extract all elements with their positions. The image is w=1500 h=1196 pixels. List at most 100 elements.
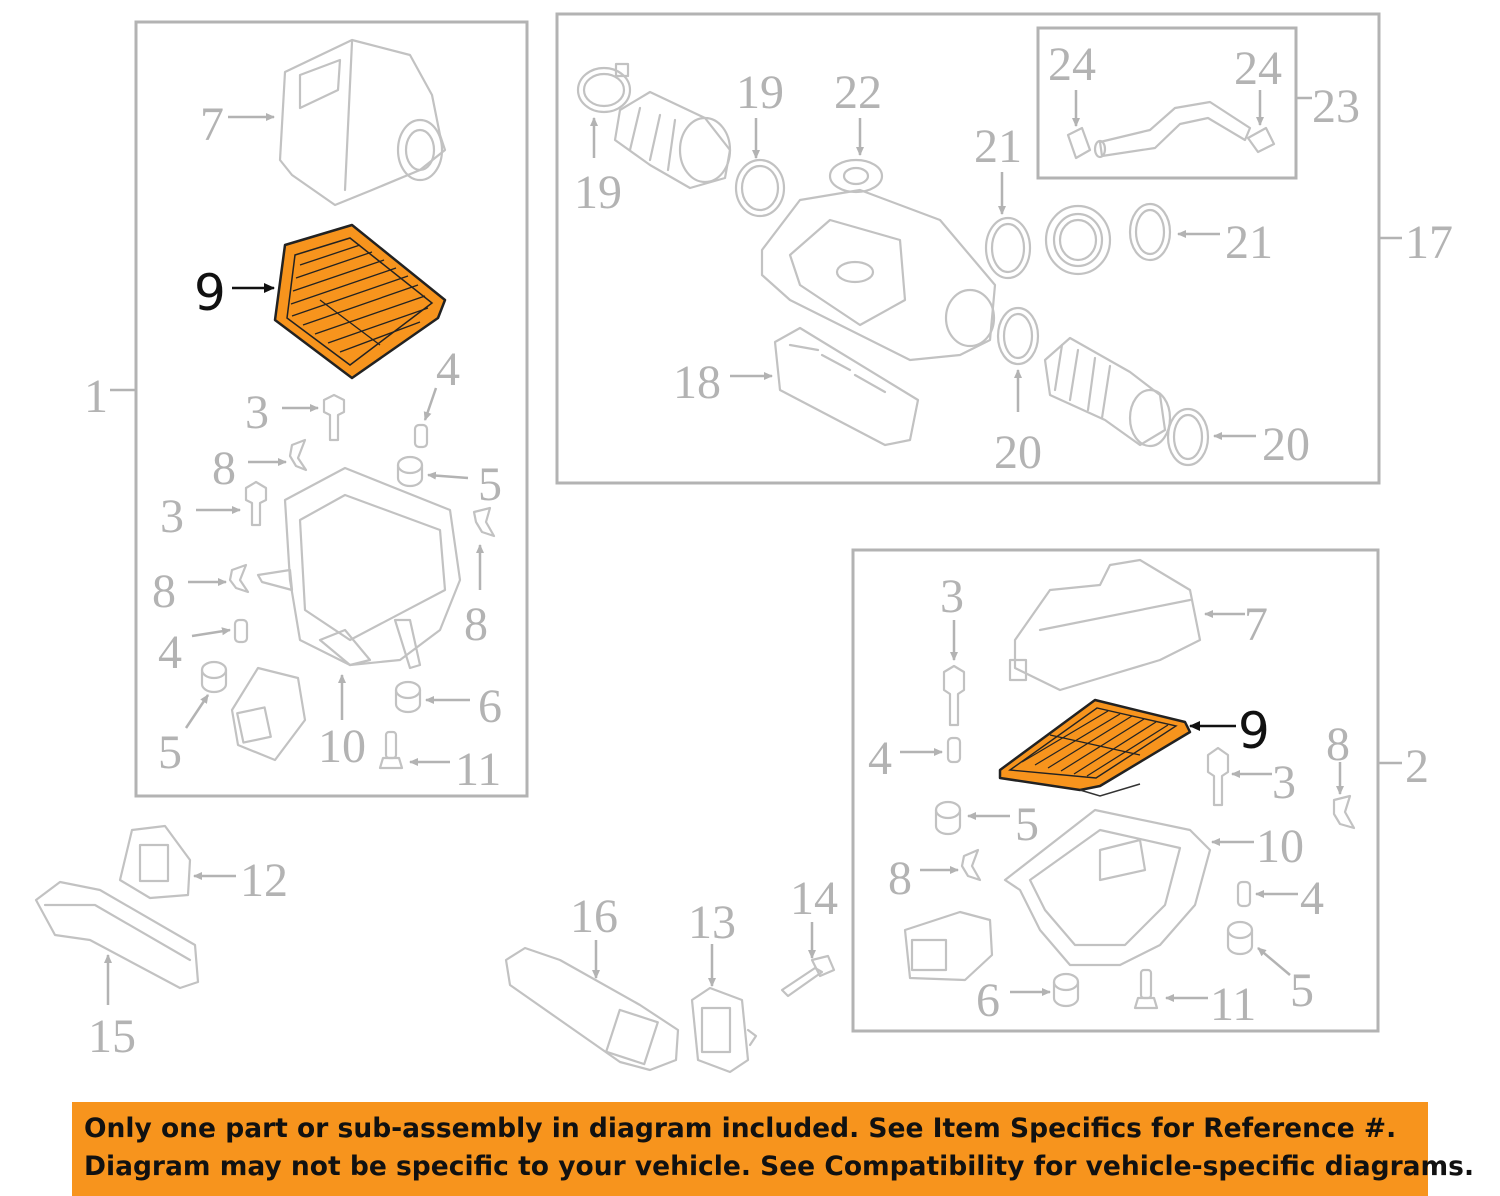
bolt-3-right (1206, 746, 1230, 807)
bolt-11-right (1133, 968, 1159, 1010)
callout-16: 16 (570, 890, 618, 943)
clip-24-right (1246, 126, 1276, 154)
air-guide-16 (504, 946, 680, 1072)
clip-8-right (472, 506, 496, 538)
callout-11-right: 11 (1210, 978, 1256, 1031)
callout-6-right: 6 (976, 974, 1000, 1027)
intake-duct-small (230, 666, 307, 762)
callout-13: 13 (688, 896, 736, 949)
grommet-4-right (946, 736, 962, 764)
callout-21-upper: 21 (974, 120, 1022, 173)
callout-14: 14 (790, 872, 838, 925)
callout-23: 23 (1312, 80, 1360, 133)
callout-11: 11 (455, 743, 501, 796)
loose-parts-group: 12 15 16 13 14 (34, 824, 838, 1074)
callout-19-left: 19 (574, 166, 622, 219)
insulator-5-upper (396, 455, 424, 488)
callout-24-left: 24 (1048, 38, 1096, 91)
callout-8-top-right: 8 (1326, 718, 1350, 771)
air-cleaner-lower-housing (256, 466, 462, 670)
insulator-5-lower (200, 660, 228, 694)
callout-10-right: 10 (1256, 820, 1304, 873)
callout-17: 17 (1405, 216, 1453, 269)
duct-12 (118, 824, 192, 900)
insulator-6-right (1052, 972, 1080, 1008)
callout-8-right: 8 (464, 598, 488, 651)
clamp-20-left (996, 306, 1040, 366)
callout-4-lower: 4 (158, 626, 182, 679)
bolt-3-upper (322, 393, 346, 442)
callout-3-right: 3 (1272, 756, 1296, 809)
assembly-17-group: 17 23 19 19 22 (555, 12, 1453, 485)
assembly-1-frame (134, 20, 529, 798)
callout-7-right: 7 (1244, 598, 1268, 651)
air-duct-18 (773, 326, 920, 447)
disclaimer-line-1: Only one part or sub-assembly in diagram… (84, 1113, 1397, 1144)
clip-24-left (1066, 126, 1092, 160)
insulator-5-right-upper (934, 800, 962, 836)
callout-4-upper: 4 (436, 343, 460, 396)
callout-3-upper: 3 (245, 386, 269, 439)
assembly-17-frame (555, 12, 1381, 485)
callout-1: 1 (84, 370, 108, 423)
disclaimer-line-2: Diagram may not be specific to your vehi… (84, 1151, 1475, 1182)
clamp-20-right (1166, 407, 1210, 467)
callout-8-upper: 8 (212, 442, 236, 495)
clamp-19-left (576, 62, 632, 114)
air-cleaner-upper-cover (278, 38, 447, 207)
gasket-22 (828, 158, 884, 194)
grommet-4-lower (233, 618, 249, 644)
callout-8-right-lower: 8 (888, 852, 912, 905)
clamp-21-right (1128, 202, 1172, 262)
grommet-4-upper (413, 423, 429, 449)
insulator-5-right-lower (1226, 920, 1254, 956)
upper-cover-7 (1008, 558, 1202, 692)
subassembly-23-frame (1036, 26, 1298, 180)
bolt-14 (780, 954, 836, 998)
callout-15: 15 (88, 1010, 136, 1063)
clip-8-right-lower (960, 848, 982, 882)
intake-hose-upper (613, 90, 732, 190)
assembly-1-group: 1 7 (84, 20, 529, 798)
clip-8-lower (228, 563, 250, 594)
intake-hose-lower (1043, 336, 1172, 448)
callout-21-right: 21 (1225, 216, 1273, 269)
intake-duct-right (903, 910, 994, 982)
air-filter-element-highlighted (273, 223, 447, 380)
callout-4-right-lower: 4 (1300, 872, 1324, 925)
disclaimer-banner: Only one part or sub-assembly in diagram… (72, 1102, 1475, 1196)
air-guide-15 (34, 880, 200, 990)
bolt-3-lower (244, 480, 268, 527)
callout-8-lower: 8 (152, 565, 176, 618)
lower-housing-10 (1003, 808, 1212, 967)
callout-12: 12 (240, 854, 288, 907)
bolt-11 (378, 730, 404, 770)
callout-5-upper: 5 (478, 458, 502, 511)
callout-5-right-lower: 5 (1290, 964, 1314, 1017)
insulator-6 (394, 680, 422, 714)
air-filter-element-right-highlighted (998, 698, 1192, 797)
callout-3-top: 3 (940, 570, 964, 623)
callout-4-right-upper: 4 (868, 732, 892, 785)
callout-6: 6 (478, 680, 502, 733)
callout-9-right-highlighted: 9 (1238, 702, 1270, 760)
clip-8-upper (288, 438, 308, 472)
callout-18: 18 (673, 356, 721, 409)
bolt-3-top (942, 664, 966, 727)
callout-5-right-upper: 5 (1015, 798, 1039, 851)
callout-2: 2 (1405, 740, 1429, 793)
callout-20-left: 20 (994, 426, 1042, 479)
callout-3-lower: 3 (160, 490, 184, 543)
bracket-13 (690, 986, 758, 1074)
resonator-body (760, 188, 997, 362)
assembly-2-frame (851, 548, 1380, 1033)
grommet-4-right-lower (1236, 880, 1252, 908)
breather-hose-23 (1093, 100, 1252, 159)
callout-10: 10 (318, 720, 366, 773)
clip-8-top-right (1332, 794, 1356, 830)
clamp-19-right (734, 158, 786, 218)
callout-19-right: 19 (736, 66, 784, 119)
clamp-21-left (984, 216, 1032, 280)
callout-7: 7 (200, 98, 224, 151)
